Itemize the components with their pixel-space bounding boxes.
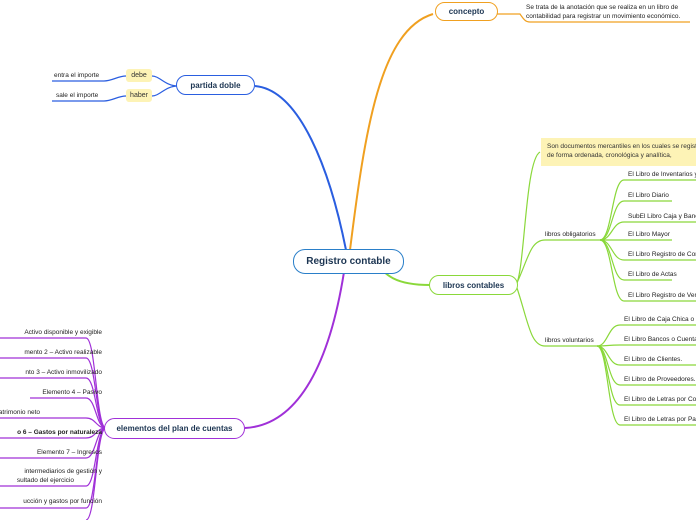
plan-item[interactable]: Elemento 4 – Pasivo [42,389,102,396]
libro-obligatorio-item[interactable]: SubEl Libro Caja y Banco [628,213,696,220]
libro-voluntario-item[interactable]: El Libro de Letras por Co [624,396,696,403]
link-haber-sale [52,95,127,102]
libro-voluntario-item[interactable]: El Libro de Proveedores. [624,376,696,383]
tag-haber[interactable]: haber [126,89,152,102]
libro-voluntario-item[interactable]: El Libro de Caja Chica o F [624,316,696,323]
plan-item[interactable]: intermediarios de gestión y [24,468,102,475]
libro-obligatorio-item[interactable]: El Libro Registro de Vent [628,292,696,299]
link-central-plan [244,271,345,429]
libro-voluntario-item[interactable]: El Libro de Clientes. [624,356,683,363]
link-debe-entra [52,75,127,82]
topic-partida-doble[interactable]: partida doble [176,75,255,95]
plan-item[interactable]: Elemento 7 – Ingresos [36,449,102,456]
label-libros-obligatorios[interactable]: libros obligatorios [545,231,596,238]
links-obligatorios [599,179,696,302]
links-plan [0,337,107,520]
plan-item[interactable]: atrimonio neto [0,409,40,416]
libro-obligatorio-item[interactable]: El Libro Diario [628,192,669,199]
plan-item[interactable]: nto 3 – Activo inmovilizado [25,369,102,376]
label-libros-voluntarios[interactable]: libros voluntarios [545,337,594,344]
tag-debe[interactable]: debe [126,69,152,82]
libro-obligatorio-item[interactable]: El Libro de Inventarios y [628,171,696,178]
plan-item[interactable]: mento 2 – Activo realizable [24,349,102,356]
link-libros-voluntarios [515,284,597,347]
label-entra-importe[interactable]: entra el importe [54,72,100,79]
link-concepto-note [488,13,690,23]
topic-plan-de-cuentas[interactable]: elementos del plan de cuentas [104,418,245,439]
link-partida-debe [151,75,179,87]
topic-concepto[interactable]: concepto [435,2,498,21]
plan-item[interactable]: sultado del ejercicio [16,477,74,484]
plan-item-selected[interactable]: o 6 – Gastos por naturaleza [17,429,102,436]
links-voluntarios [596,324,696,426]
link-central-concepto [349,13,434,251]
concepto-note: Se trata de la anotación que se realiza … [526,4,681,20]
label-sale-importe[interactable]: sale el importe [56,92,99,99]
link-libros-obligatorios [515,239,600,286]
central-topic[interactable]: Registro contable [293,249,404,274]
link-partida-haber [151,85,179,97]
topic-libros-contables[interactable]: libros contables [429,275,518,295]
libro-obligatorio-item[interactable]: El Libro Registro de Com [628,251,696,258]
libros-note-text: Son documentos mercantiles en los cuales… [547,143,696,159]
libro-voluntario-item[interactable]: El Libro Bancos o Cuenta [624,336,696,343]
libro-obligatorio-item[interactable]: El Libro de Actas [628,271,677,278]
link-libros-note [515,151,541,286]
plan-item[interactable]: ucción y gastos por función [23,498,102,505]
libros-note: Son documentos mercantiles en los cuales… [541,138,696,166]
link-central-partida [254,85,347,251]
libro-voluntario-item[interactable]: El Libro de Letras por Pa [624,416,696,423]
plan-item[interactable]: Activo disponible y exigible [24,329,102,336]
libro-obligatorio-item[interactable]: El Libro Mayor [628,231,670,238]
